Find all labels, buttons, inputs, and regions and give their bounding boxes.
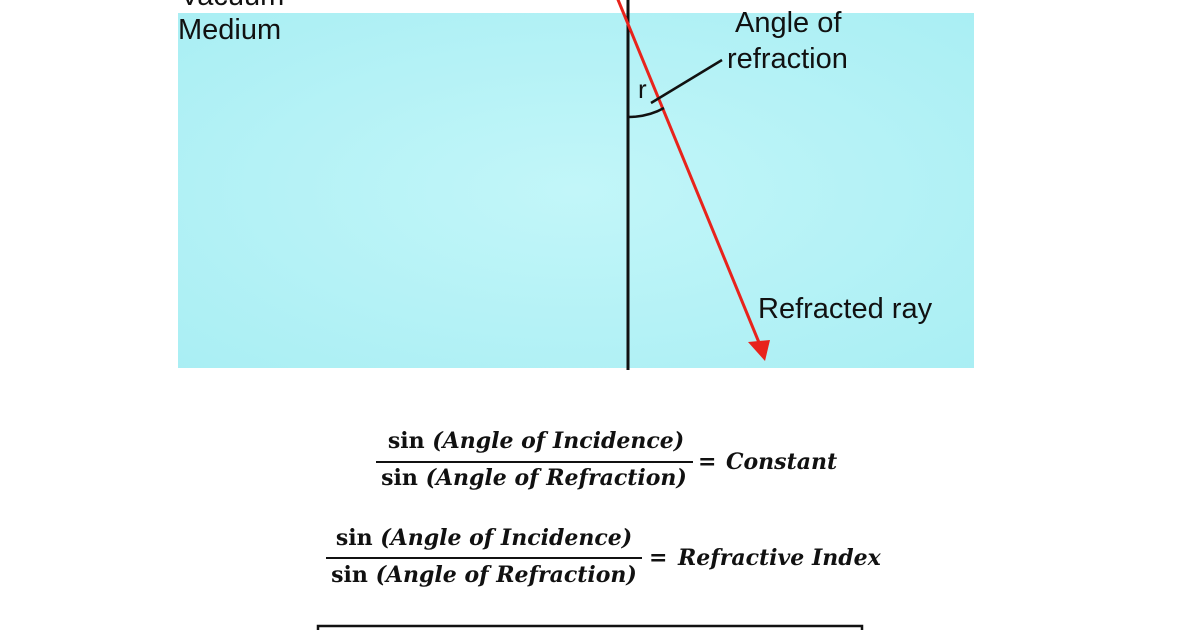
bottom-box-partial	[316, 624, 864, 630]
refracted-ray	[616, 0, 762, 346]
angle-arc	[627, 106, 665, 119]
angle-leader-line	[650, 58, 723, 105]
angle-label-line1: Angle of	[735, 7, 842, 39]
refracted-ray-label: Refracted ray	[758, 293, 933, 325]
angle-label-line2: refraction	[727, 43, 848, 75]
medium-label-partial: Vacuum	[180, 0, 284, 12]
ray-arrowhead	[748, 340, 770, 361]
angle-symbol: r	[638, 74, 647, 104]
eq1-numerator: sin (Angle of Incidence)	[388, 428, 684, 454]
eq2-denominator: sin (Angle of Refraction)	[331, 562, 637, 588]
eq2-equals: =	[649, 545, 667, 571]
eq1-result: Constant	[726, 449, 837, 475]
equation-constant: sin (Angle of Incidence) sin (Angle of R…	[376, 428, 837, 491]
medium-block	[178, 13, 974, 368]
eq2-numerator: sin (Angle of Incidence)	[336, 525, 632, 551]
eq1-denominator: sin (Angle of Refraction)	[381, 465, 687, 491]
eq2-result: Refractive Index	[677, 545, 882, 571]
medium-label: Medium	[178, 14, 281, 46]
equation-refractive-index: sin (Angle of Incidence) sin (Angle of R…	[326, 525, 882, 588]
eq1-equals: =	[698, 449, 716, 475]
